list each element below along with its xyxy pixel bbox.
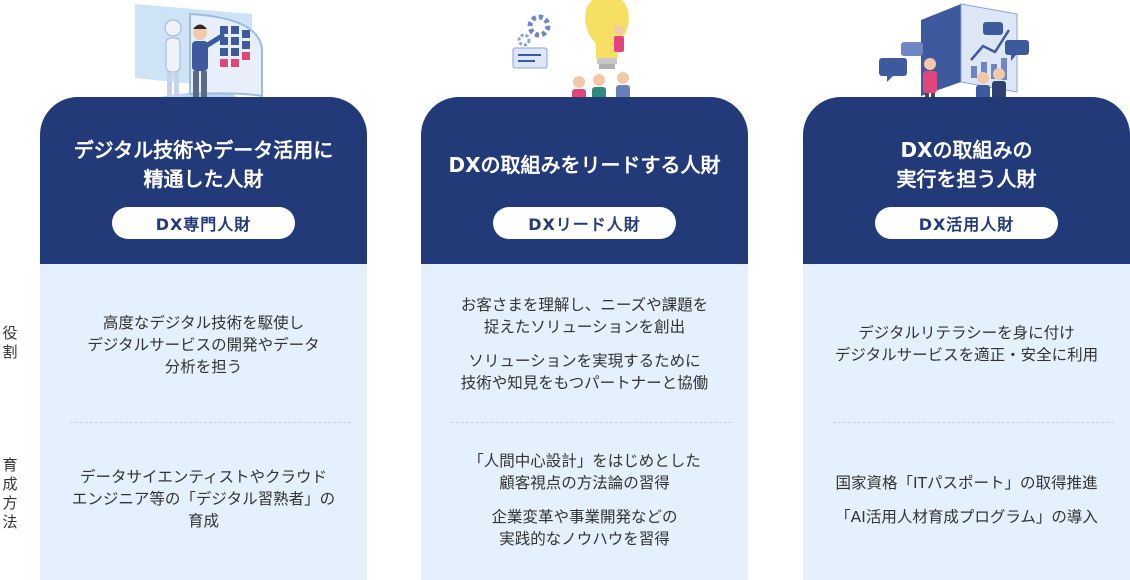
column-header: DXの取組みの 実行を担う人財 DX活用人財 (803, 97, 1130, 264)
column-dx-practitioner: DXの取組みの 実行を担う人財 DX活用人財 デジタルリテラシーを身に付け デジ… (803, 0, 1130, 580)
role-badge: DX専門人財 (112, 207, 295, 239)
column-title: DXの取組みの 実行を担う人財 (896, 138, 1037, 191)
column-title: デジタル技術やデータ活用に 精通した人財 (73, 138, 334, 191)
training-method: 「人間中心設計」をはじめとした 顧客視点の方法論の習得 企業変革や事業開発などの… (468, 452, 701, 548)
divider (451, 422, 732, 423)
column-header: DXの取組みをリードする人財 DXリード人財 (421, 97, 748, 264)
row-label-role: 役 割 (2, 324, 18, 361)
divider (70, 422, 351, 423)
column-dx-lead: DXの取組みをリードする人財 DXリード人財 お客さまを理解し、ニーズや課題を … (421, 0, 748, 580)
role-description: 高度なデジタル技術を駆使し デジタルサービスの開発やデータ 分析を担う (87, 314, 320, 376)
role-badge: DX活用人財 (875, 207, 1058, 239)
column-title: DXの取組みをリードする人財 (448, 152, 721, 177)
training-method: データサイエンティストやクラウド エンジニア等の「デジタル習熟者」の 育成 (71, 468, 336, 530)
training-method: 国家資格「ITパスポート」の取得推進 「AI活用人材育成プログラム」の導入 (835, 474, 1098, 526)
role-description: デジタルリテラシーを身に付け デジタルサービスを適正・安全に利用 (834, 324, 1099, 364)
column-body: デジタルリテラシーを身に付け デジタルサービスを適正・安全に利用 国家資格「IT… (803, 264, 1130, 580)
role-badge: DXリード人財 (493, 207, 676, 239)
column-body: お客さまを理解し、ニーズや課題を 捉えたソリューションを創出 ソリューションを実… (421, 264, 748, 580)
column-header: デジタル技術やデータ活用に 精通した人財 DX専門人財 (40, 97, 367, 264)
role-description: お客さまを理解し、ニーズや課題を 捉えたソリューションを創出 ソリューションを実… (460, 296, 709, 392)
divider (833, 422, 1114, 423)
column-body: 高度なデジタル技術を駆使し デジタルサービスの開発やデータ 分析を担う データサ… (40, 264, 367, 580)
row-label-method: 育 成 方 法 (2, 456, 18, 531)
column-dx-specialist: デジタル技術やデータ活用に 精通した人財 DX専門人財 高度なデジタル技術を駆使… (40, 0, 367, 580)
